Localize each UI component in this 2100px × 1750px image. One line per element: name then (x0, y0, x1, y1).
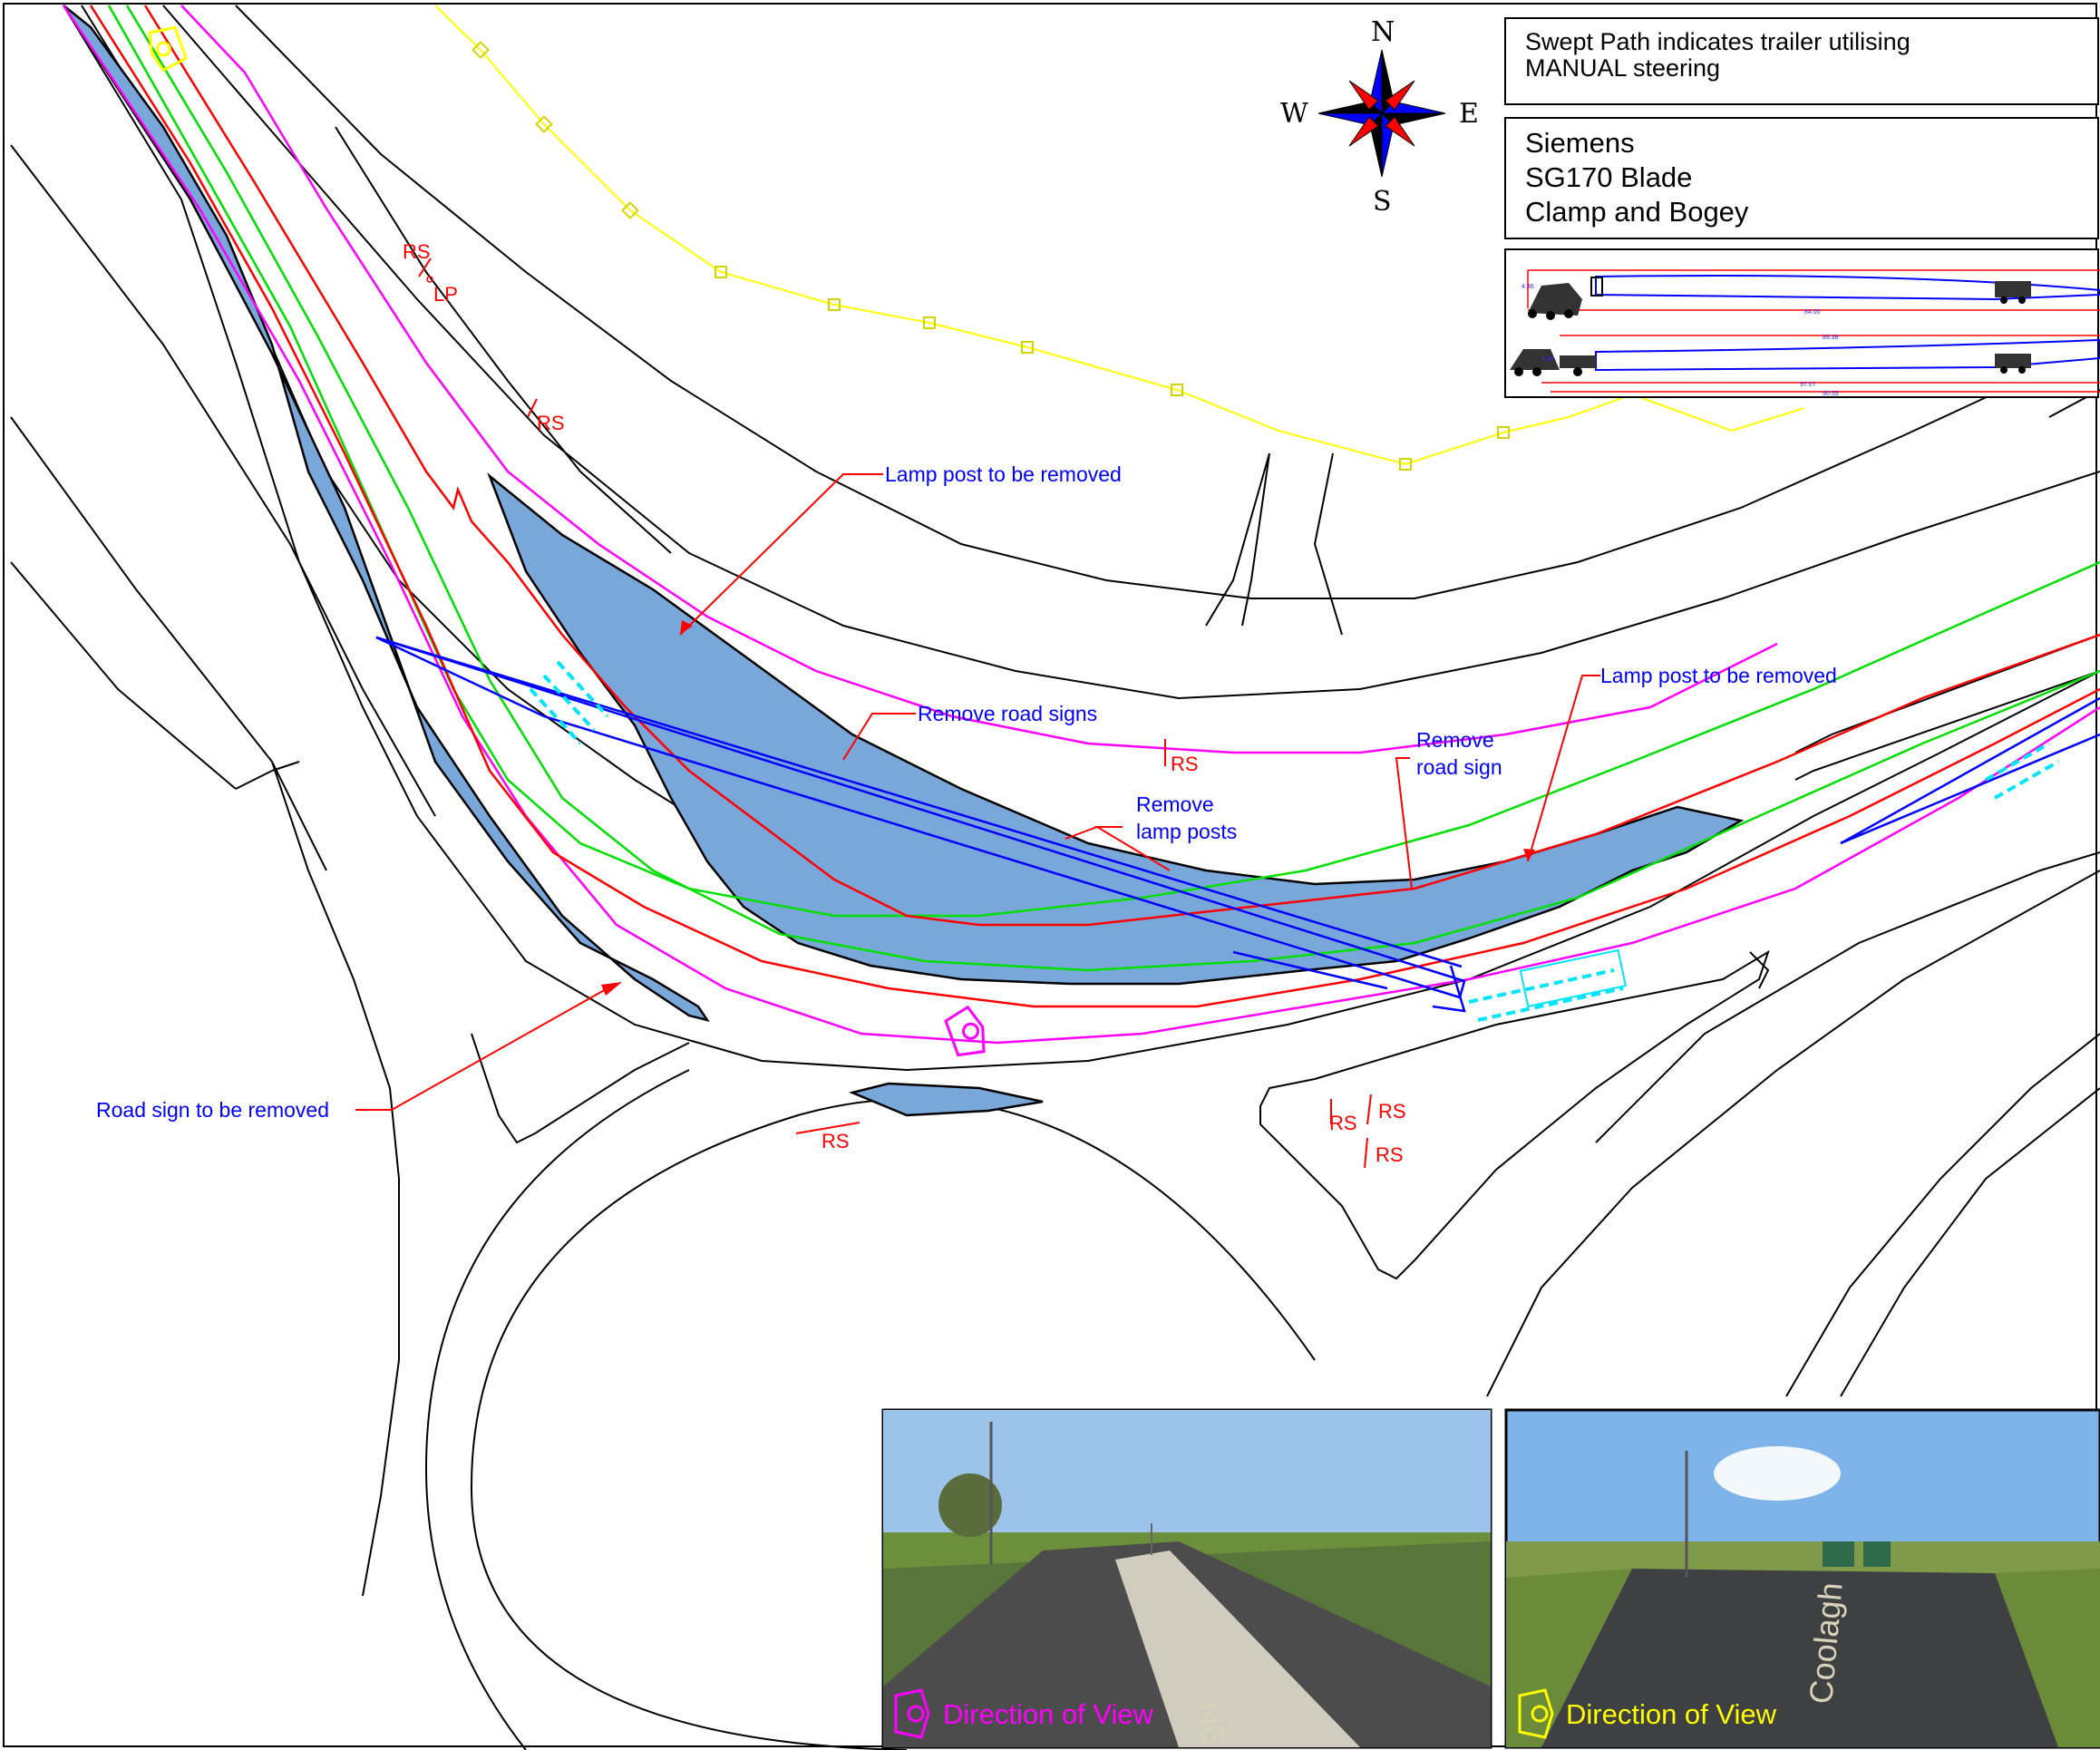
notes: Lamp post to be removed Lamp post to be … (96, 462, 1837, 1122)
note-road-sign-removed: Road sign to be removed (96, 1098, 329, 1122)
compass-east: E (1459, 98, 1479, 130)
leader-arrowheads (601, 620, 1535, 996)
photo-1-caption: Direction of View (943, 1698, 1154, 1730)
swept-areas (62, 5, 1745, 1117)
steering-note-line-1: Swept Path indicates trailer utilising (1525, 28, 1910, 55)
marker-lp-1: LP (433, 283, 458, 306)
compass-south: S (1373, 186, 1392, 218)
steering-note-line-2: MANUAL steering (1525, 54, 1720, 82)
dim-length-3: 97.07 (1800, 382, 1816, 388)
compass-north: N (1371, 16, 1395, 48)
compass-west: W (1280, 98, 1308, 130)
vehicle-outlines (375, 636, 2100, 1013)
boundary-markers (472, 41, 1510, 471)
dim-length-4: 90.55 (1823, 391, 1839, 397)
road-edges (10, 5, 2100, 1750)
swept-path-lines (62, 5, 2100, 1045)
view-direction-icon (148, 25, 189, 73)
photo-panel-2: Coolagh Direction of View (1504, 1408, 2100, 1749)
note-remove-lamp-posts-line-2: lamp posts (1136, 820, 1237, 843)
vehicle-elevation-diagram: 4.36 84.00 89.38 4.36 97.07 90.55 (1510, 269, 2100, 397)
note-remove-road-signs: Remove road signs (918, 702, 1097, 725)
note-lamp-post-removed-2: Lamp post to be removed (1600, 664, 1837, 687)
note-lamp-post-removed-1: Lamp post to be removed (885, 462, 1122, 486)
view-direction-icon (894, 1688, 930, 1739)
swept-area-main (487, 472, 1745, 986)
dim-height-1: 4.36 (1522, 284, 1534, 290)
dim-length-2: 89.38 (1823, 335, 1839, 341)
vehicle-config: Clamp and Bogey (1525, 196, 1749, 228)
photo-2-caption: Direction of View (1566, 1698, 1777, 1730)
swept-area-bottom (849, 1082, 1044, 1117)
vehicle-model: SG170 Blade (1525, 161, 1692, 193)
marker-rs-7: RS (1376, 1143, 1404, 1166)
view-direction-icon (944, 1005, 986, 1057)
marker-rs-5: RS (1329, 1112, 1357, 1134)
leader-lines (355, 473, 1600, 1111)
tractor-unit-outline (1519, 948, 1628, 1008)
note-remove-lamp-posts-line-1: Remove (1136, 792, 1214, 816)
dim-length-1: 84.00 (1804, 309, 1821, 316)
photo-panel-1: N6 Direction of View (881, 1408, 1492, 1749)
photo-1-road-marking: N6 (1188, 1698, 1233, 1747)
marker-rs-1: RS (403, 240, 431, 263)
note-remove-road-sign-line-1: Remove (1416, 728, 1494, 752)
view-direction-icon (1518, 1688, 1554, 1739)
marker-rs-6: RS (1378, 1100, 1406, 1123)
dim-height-2: 4.36 (1541, 356, 1554, 363)
bogey-markers (529, 660, 2059, 1022)
title-block: Swept Path indicates trailer utilising M… (1504, 17, 2100, 398)
road-sign-markers: RS LP RS RS RS RS RS RS (403, 240, 1406, 1169)
vehicle-make: Siemens (1525, 127, 1635, 159)
marker-rs-2: RS (537, 412, 565, 434)
compass-rose-icon: N S E W (1280, 16, 1479, 218)
site-boundary (434, 5, 1805, 466)
marker-rs-4: RS (822, 1130, 850, 1152)
marker-rs-3: RS (1171, 753, 1199, 775)
note-remove-road-sign-line-2: road sign (1416, 755, 1502, 779)
